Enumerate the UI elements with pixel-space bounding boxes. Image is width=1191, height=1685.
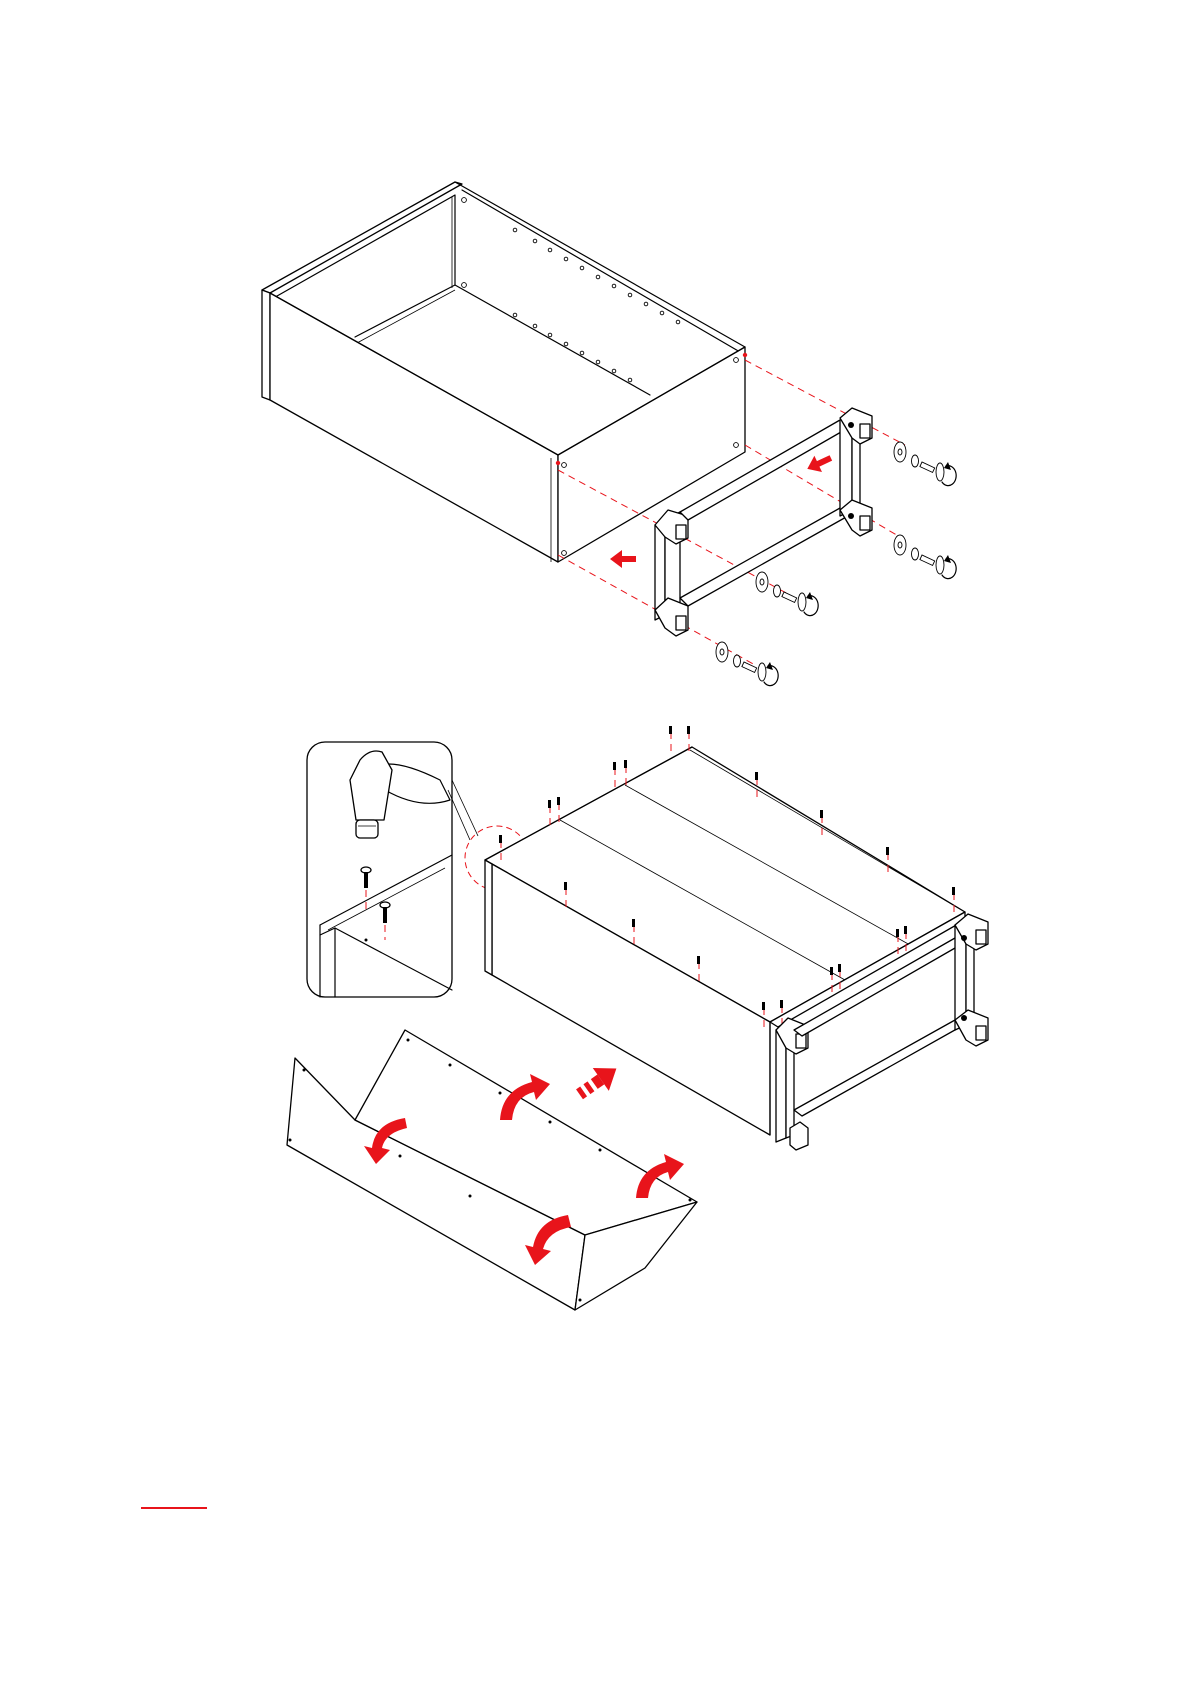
bolt-icon [920, 462, 944, 481]
spring-washer-icon [734, 655, 741, 667]
figure-step-attach-back-panel [287, 726, 988, 1310]
bolt-icon [920, 555, 944, 574]
spring-washer-icon [912, 548, 919, 560]
spring-washer-icon [912, 455, 919, 467]
hardware-set-middle [756, 572, 818, 616]
hardware-set-lower-left [716, 642, 778, 686]
back-panel [287, 1030, 697, 1310]
cabinet-carcass-inverted [485, 726, 965, 1135]
bolt-icon [742, 662, 766, 681]
figure-step-attach-leg-frame [262, 182, 956, 686]
cabinet-carcass [262, 182, 747, 562]
push-arrow-icon [610, 550, 636, 568]
bolt-icon [782, 592, 806, 611]
spring-washer-icon [774, 585, 781, 597]
hammer-nails-detail [307, 742, 478, 997]
hardware-set-lower-right [894, 535, 956, 579]
nail-icon [669, 726, 672, 752]
push-arrow-icon [804, 450, 835, 477]
nail-icon [613, 762, 616, 788]
dashed-push-arrow-icon [571, 1057, 624, 1106]
nail-icon [548, 800, 551, 826]
hardware-set-upper-right [894, 442, 956, 486]
